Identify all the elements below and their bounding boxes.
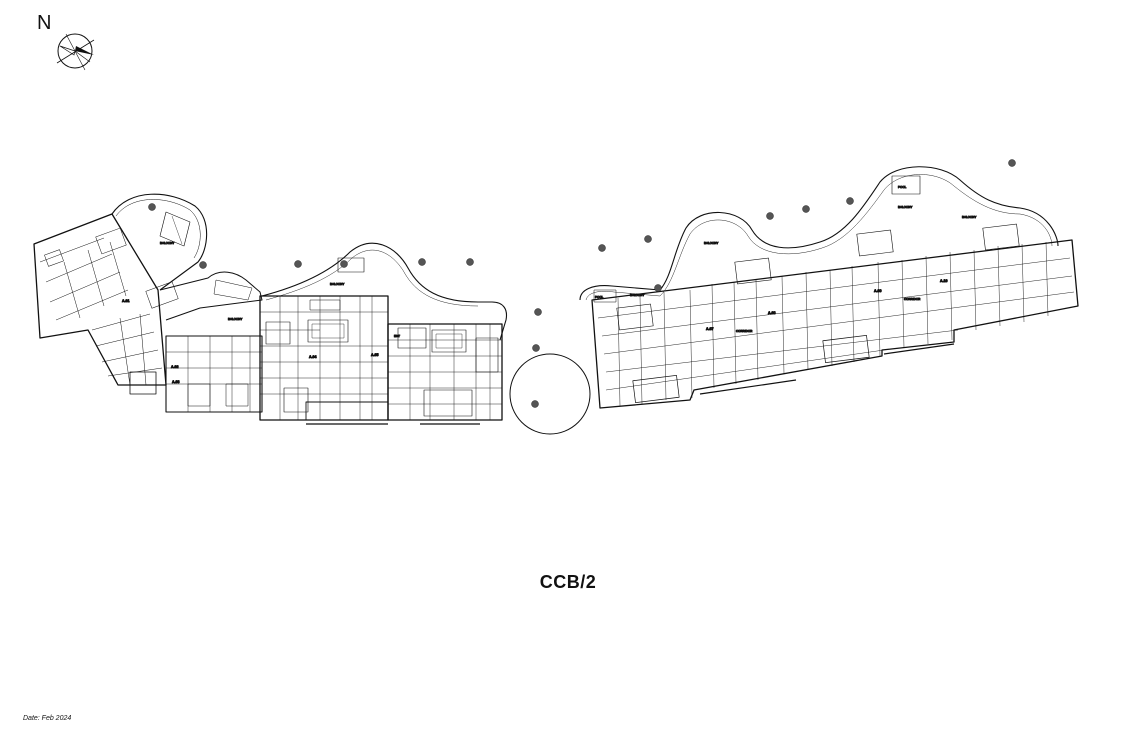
- circular-courtyard: [509, 353, 591, 435]
- date-label: Date: Feb 2024: [23, 715, 72, 722]
- north-arrow-compass-icon: [56, 33, 95, 71]
- svg-text:A.08: A.08: [768, 311, 775, 315]
- svg-text:BALCONY: BALCONY: [160, 241, 174, 245]
- svg-text:A.03: A.03: [172, 380, 179, 384]
- structural-columns: [148, 159, 1016, 408]
- svg-text:A.09: A.09: [874, 289, 881, 293]
- east-block: POOL BALCONY BALCONY POOL BALCONY BALCON…: [579, 166, 1079, 409]
- svg-text:A.10: A.10: [940, 279, 947, 283]
- svg-text:A.01: A.01: [122, 299, 129, 303]
- svg-text:CORRIDOR: CORRIDOR: [736, 329, 753, 333]
- svg-text:ENT: ENT: [394, 334, 400, 338]
- svg-text:A.07: A.07: [706, 327, 713, 331]
- svg-text:POOL: POOL: [595, 295, 604, 299]
- svg-text:BALCONY: BALCONY: [898, 205, 912, 209]
- drawing-title: CCB/2: [539, 572, 597, 592]
- svg-text:BALCONY: BALCONY: [962, 215, 976, 219]
- svg-text:CORRIDOR: CORRIDOR: [904, 297, 921, 301]
- svg-text:BALCONY: BALCONY: [330, 282, 344, 286]
- svg-text:POOL: POOL: [898, 185, 907, 189]
- svg-text:A.02: A.02: [171, 365, 178, 369]
- north-label: N: [37, 12, 52, 34]
- svg-text:BALCONY: BALCONY: [228, 317, 242, 321]
- svg-text:BALCONY: BALCONY: [630, 293, 644, 297]
- svg-text:A.05: A.05: [371, 353, 378, 357]
- west-block: A.01 A.02 A.03 A.04 A.05 ENT BALCONY BAL…: [33, 193, 508, 425]
- svg-text:BALCONY: BALCONY: [704, 241, 718, 245]
- svg-text:A.04: A.04: [309, 355, 316, 359]
